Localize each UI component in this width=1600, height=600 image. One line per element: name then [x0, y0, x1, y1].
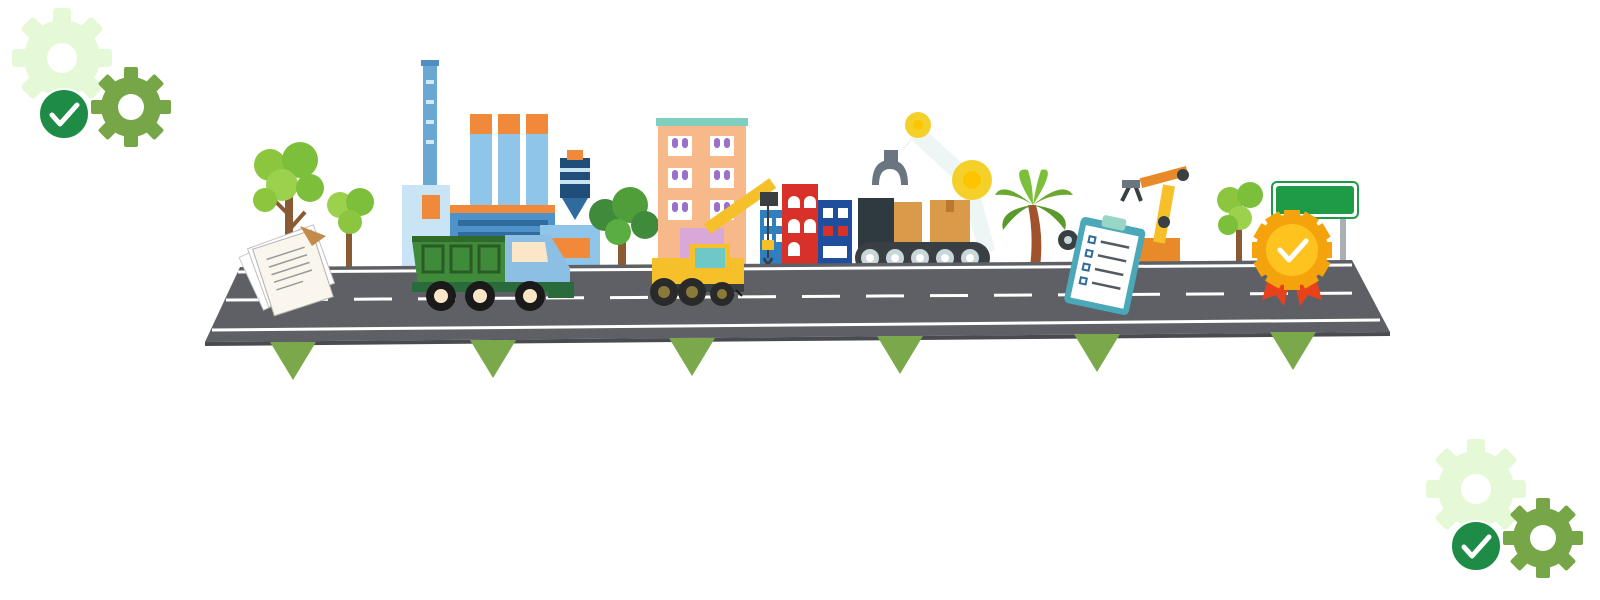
document-stack-icon	[238, 224, 336, 317]
checklist-clipboard-icon	[1064, 215, 1146, 315]
gear-icon	[91, 67, 171, 147]
tree-icon	[589, 187, 659, 267]
city-buildings-icon	[760, 184, 852, 268]
road	[205, 260, 1390, 346]
gear-cluster-top-left	[12, 8, 171, 147]
milestone-1-marker	[270, 342, 316, 380]
award-badge-icon	[1252, 210, 1332, 306]
milestone-6-marker	[1270, 332, 1316, 370]
milestone-markers	[270, 332, 1316, 380]
milestone-3-marker	[669, 338, 715, 376]
gear-icon	[1503, 498, 1583, 578]
gear-cluster-bottom-right	[1426, 439, 1583, 578]
tree-icon	[1217, 182, 1263, 264]
checkmark-icon	[38, 88, 90, 140]
tree-icon	[327, 188, 374, 267]
milestone-4-marker	[877, 336, 923, 374]
crane-truck-icon	[650, 178, 778, 306]
milestone-5-marker	[1074, 334, 1120, 372]
wheel	[426, 281, 545, 311]
dump-truck-icon	[412, 235, 574, 311]
palm-tree-icon	[995, 169, 1073, 267]
tree-icon	[253, 142, 324, 268]
factory-icon	[402, 60, 600, 267]
milestone-2-marker	[470, 340, 516, 378]
gear-icon	[12, 8, 112, 108]
conveyor-robot-arm-icon	[855, 112, 995, 298]
checkmark-icon	[1450, 520, 1502, 572]
